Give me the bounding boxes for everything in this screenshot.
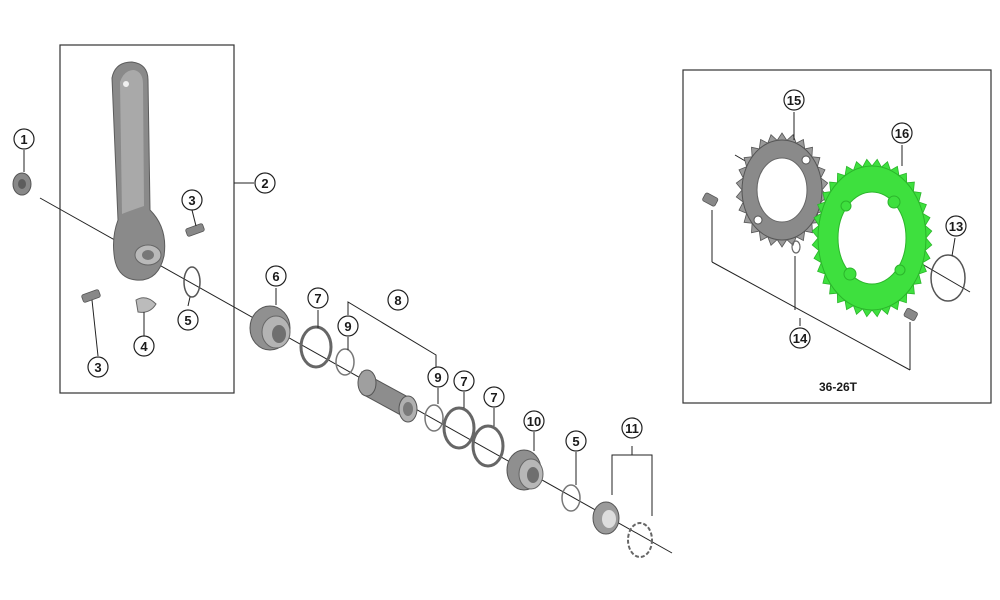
svg-text:2: 2 [261,176,268,191]
plate-clip-icon [135,297,157,313]
callout-9-first: 9 [337,315,359,337]
callout-7-second: 7 [453,370,475,392]
toothed-washer-icon [627,522,653,558]
callout-5-left: 5 [177,309,199,331]
callout-13: 13 [945,215,967,237]
crank-cap-icon [12,150,32,196]
bearing-cup-right-icon [506,432,544,491]
callout-4: 4 [133,335,155,357]
spacer-9b-icon [424,388,444,432]
svg-text:4: 4 [140,339,148,354]
chainring-bolt-icon [702,192,918,321]
callout-10: 10 [523,410,545,432]
svg-text:14: 14 [793,331,808,346]
svg-text:7: 7 [314,291,321,306]
svg-text:11: 11 [625,421,639,436]
callout-1: 1 [13,128,35,150]
callout-8: 8 [387,289,409,311]
svg-text:1: 1 [20,132,27,147]
chainring-large-icon [811,145,933,318]
callout-2: 2 [254,172,276,194]
callout-6: 6 [265,265,287,287]
svg-text:8: 8 [394,293,401,308]
crank-bolt-lower-icon [81,289,101,303]
callout-9-second: 9 [427,366,449,388]
part-11-bracket [611,446,653,516]
svg-text:3: 3 [188,193,195,208]
crank-bolt-upper-icon [185,223,205,237]
callout-15: 15 [783,89,805,111]
callout-7-third: 7 [483,386,505,408]
svg-text:7: 7 [490,390,497,405]
ring-7b-icon [442,392,476,450]
ring-7c-icon [471,408,505,468]
svg-text:16: 16 [895,126,909,141]
part-8-bracket [347,301,437,368]
chainring-inset-frame [682,69,992,404]
chainring-caption: 36-26T [819,380,858,394]
ring-7a-icon [299,310,333,369]
callout-3-lower: 3 [87,356,109,378]
o-ring-13-icon [930,237,966,302]
callout-16: 16 [891,122,913,144]
lock-ring-icon [592,501,620,535]
svg-text:7: 7 [460,374,467,389]
svg-text:9: 9 [344,319,351,334]
spacer-9a-icon [335,337,355,376]
svg-text:5: 5 [184,313,191,328]
callout-14: 14 [789,327,811,349]
svg-text:3: 3 [94,360,101,375]
part-14-bracket [711,210,911,371]
svg-text:9: 9 [434,370,441,385]
crank-arm-icon [111,61,166,281]
callout-7-first: 7 [307,287,329,309]
svg-text:13: 13 [949,219,963,234]
svg-text:10: 10 [527,414,541,429]
svg-text:5: 5 [572,434,579,449]
svg-text:6: 6 [272,269,279,284]
bearing-cup-left-icon [249,288,291,351]
crank-box-leaders [91,182,254,357]
crank-arm-inset-frame [59,44,235,394]
chainring-small-icon [735,112,829,248]
bb-sleeve-icon [357,369,418,423]
callout-11: 11 [621,417,643,439]
svg-text:15: 15 [787,93,801,108]
o-ring-icon [183,266,201,298]
callout-5-right: 5 [565,430,587,452]
o-ring-5b-icon [561,452,581,512]
callout-3-upper: 3 [181,189,203,211]
